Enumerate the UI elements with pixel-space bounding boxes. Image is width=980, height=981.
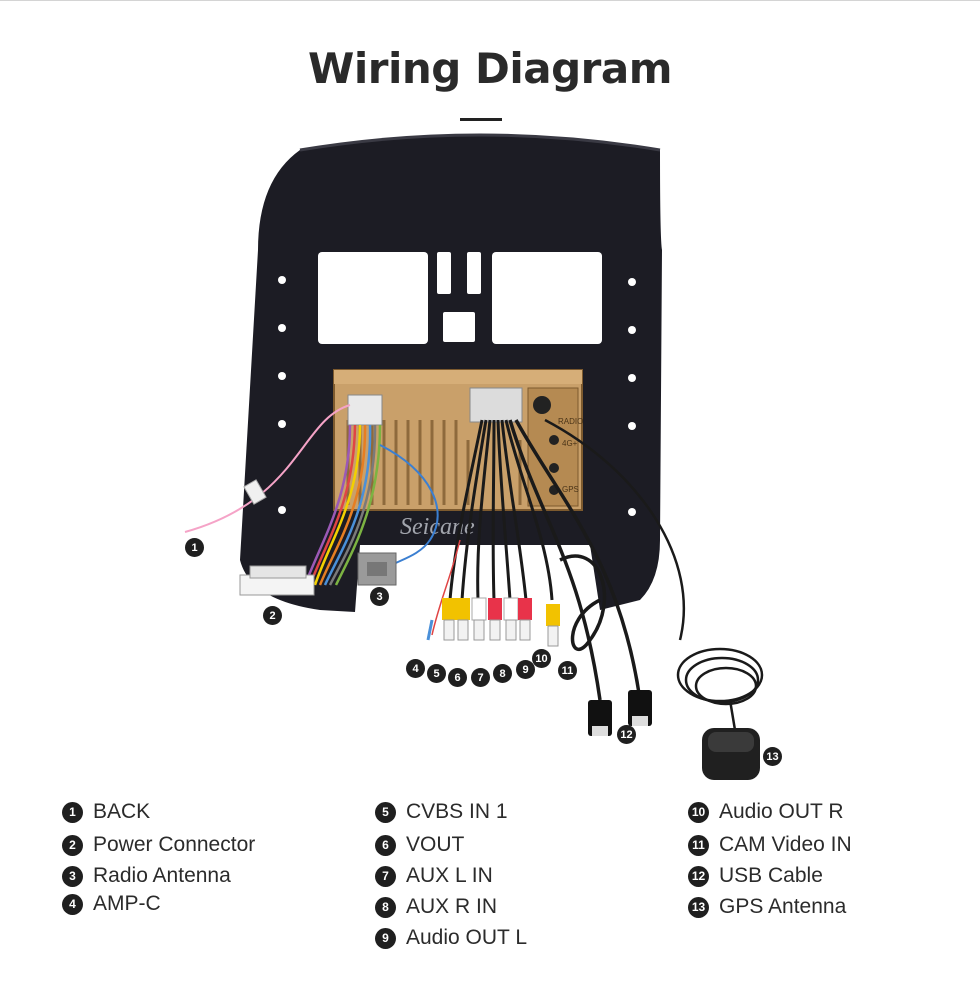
callout-4: 4	[406, 659, 425, 678]
rca-plug-block	[469, 387, 523, 423]
callout-11: 11	[558, 661, 577, 680]
callout-12: 12	[617, 725, 636, 744]
callout-9: 9	[516, 660, 535, 679]
gps-port-label: GPS	[562, 485, 579, 494]
callout-13: 13	[763, 747, 782, 766]
callout-3: 3	[370, 587, 389, 606]
callout-2: 2	[263, 606, 282, 625]
callout-1: 1	[185, 538, 204, 557]
page-title: Wiring Diagram	[308, 44, 672, 93]
callout-8: 8	[493, 664, 512, 683]
callout-6: 6	[448, 668, 467, 687]
title-underline	[460, 118, 502, 121]
callout-7: 7	[471, 668, 490, 687]
top-border	[0, 0, 980, 1]
callout-5: 5	[427, 664, 446, 683]
frame-window-right	[492, 252, 602, 344]
harness-plug	[347, 394, 383, 426]
frame-window-left	[318, 252, 428, 344]
4g-port-label: 4G+	[562, 439, 578, 448]
radio-port-label: RADIO	[558, 417, 583, 426]
callout-10: 10	[532, 649, 551, 668]
